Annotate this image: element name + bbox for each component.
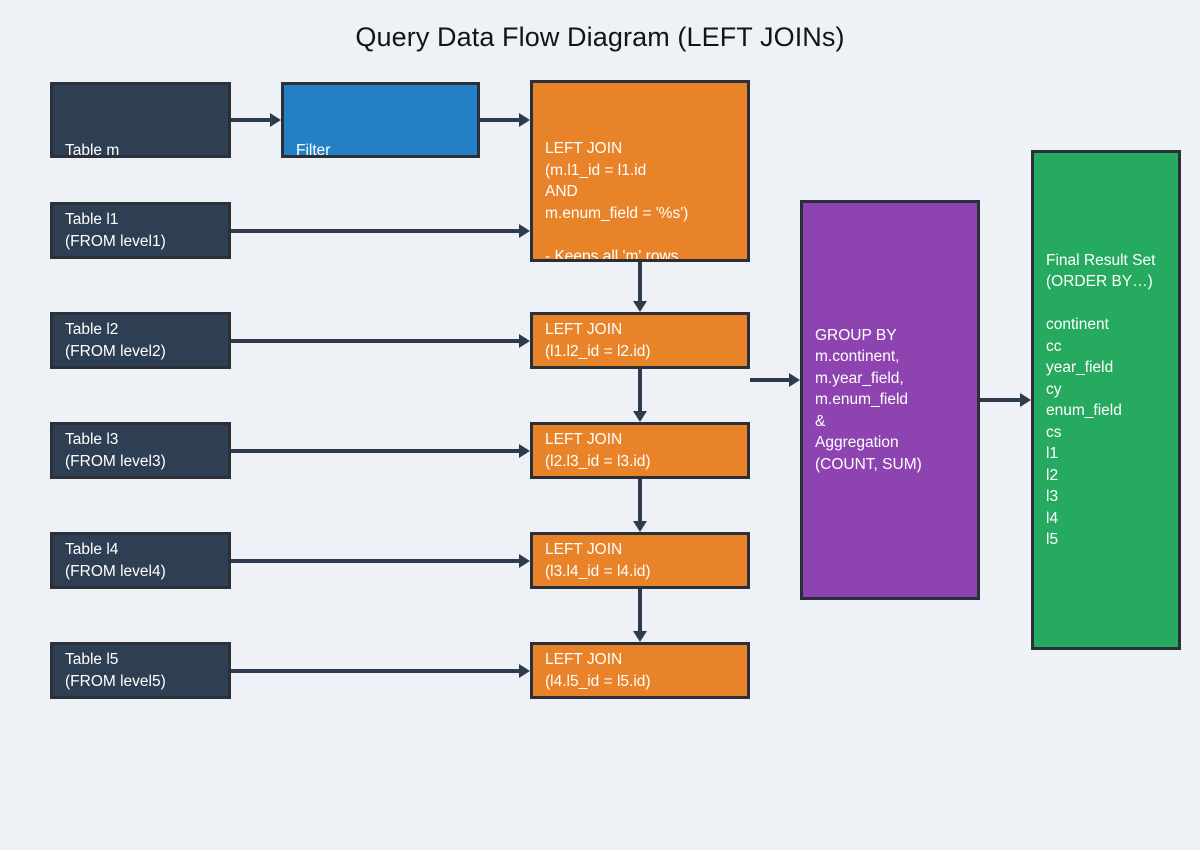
join-4-to-join-5-line [638,589,642,631]
node-join-4[interactable]: LEFT JOIN (l3.l4_id = l4.id) [530,532,750,589]
node-join-4-label: LEFT JOIN (l3.l4_id = l4.id) [545,541,651,580]
node-table-l2-label: Table l2 (FROM level2) [65,321,166,360]
node-table-l5[interactable]: Table l5 (FROM level5) [50,642,231,699]
node-join-3[interactable]: LEFT JOIN (l2.l3_id = l3.id) [530,422,750,479]
join-1-to-join-2-line [638,262,642,301]
node-filter-label: Filter (WHERE m.continent = '%s') [296,142,331,158]
node-join-5-label: LEFT JOIN (l4.l5_id = l5.id) [545,651,651,690]
node-table-m-label: Table m (FROM %s%u) [65,142,120,158]
node-table-l5-label: Table l5 (FROM level5) [65,651,166,690]
node-join-3-label: LEFT JOIN (l2.l3_id = l3.id) [545,431,651,470]
join-3-to-join-4-arrowhead [633,521,647,532]
table-l4-to-join-4-arrowhead [519,553,530,568]
filter-to-join-1-arrowhead [519,113,530,127]
node-join-2[interactable]: LEFT JOIN (l1.l2_id = l2.id) [530,312,750,369]
node-table-l1[interactable]: Table l1 (FROM level1) [50,202,231,259]
table-l4-to-join-4-line [231,558,519,563]
table-m-to-filter-line [231,118,270,122]
node-join-5[interactable]: LEFT JOIN (l4.l5_id = l5.id) [530,642,750,699]
join-4-to-join-5-arrowhead [633,631,647,642]
node-table-m[interactable]: Table m (FROM %s%u) [50,82,231,158]
join-2-to-join-3-arrowhead [633,411,647,422]
join-2-to-join-3-line [638,369,642,411]
table-l3-to-join-3-arrowhead [519,443,530,458]
group-by-to-result-arrowhead [1020,393,1031,407]
table-l1-to-join-1-arrowhead [519,223,530,238]
node-join-1[interactable]: LEFT JOIN (m.l1_id = l1.id AND m.enum_fi… [530,80,750,262]
table-m-to-filter-arrowhead [270,113,281,127]
node-table-l4-label: Table l4 (FROM level4) [65,541,166,580]
join-1-to-join-2-arrowhead [633,301,647,312]
table-l3-to-join-3-line [231,448,519,453]
page-title: Query Data Flow Diagram (LEFT JOINs) [355,22,845,52]
node-final-result-set[interactable]: Final Result Set (ORDER BY…) continent c… [1031,150,1181,650]
node-table-l2[interactable]: Table l2 (FROM level2) [50,312,231,369]
joins-to-group-by-line [750,378,789,382]
table-l1-to-join-1-line [231,228,519,233]
node-group-by[interactable]: GROUP BY m.continent, m.year_field, m.en… [800,200,980,600]
node-final-result-set-label: Final Result Set (ORDER BY…) continent c… [1046,251,1156,549]
node-join-1-label: LEFT JOIN (m.l1_id = l1.id AND m.enum_fi… [545,140,689,262]
filter-to-join-1-line [480,118,519,122]
node-table-l3[interactable]: Table l3 (FROM level3) [50,422,231,479]
node-join-2-label: LEFT JOIN (l1.l2_id = l2.id) [545,321,651,360]
table-l5-to-join-5-line [231,668,519,673]
table-l2-to-join-2-line [231,338,519,343]
node-table-l1-label: Table l1 (FROM level1) [65,211,166,250]
node-filter[interactable]: Filter (WHERE m.continent = '%s') [281,82,480,158]
table-l2-to-join-2-arrowhead [519,333,530,348]
group-by-to-result-line [980,398,1020,402]
node-table-l3-label: Table l3 (FROM level3) [65,431,166,470]
joins-to-group-by-arrowhead [789,373,800,387]
join-3-to-join-4-line [638,479,642,521]
node-table-l4[interactable]: Table l4 (FROM level4) [50,532,231,589]
table-l5-to-join-5-arrowhead [519,663,530,678]
node-group-by-label: GROUP BY m.continent, m.year_field, m.en… [815,326,922,473]
